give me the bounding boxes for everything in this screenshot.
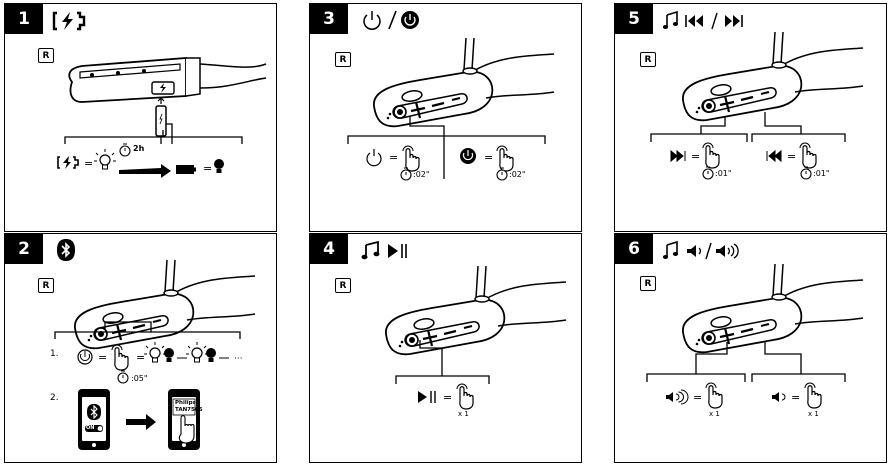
power-bracket: = =: [347, 116, 546, 181]
panel-number: 4: [310, 234, 348, 264]
svg-text:=: =: [791, 391, 800, 404]
panel-number: 1: [5, 4, 43, 34]
panel-bluetooth-pairing: 2 R = = ··· 1.: [4, 233, 277, 463]
power-off-time-label: :02": [509, 170, 526, 179]
pairing-bracket: = = ···: [54, 321, 243, 450]
svg-text:=: =: [691, 150, 700, 163]
music-play-pause-icons: [361, 240, 407, 260]
volume-brackets: = =: [646, 342, 846, 409]
prev-track-time-label: :01": [813, 169, 830, 178]
phone-device-name-2: TAN7506: [175, 407, 203, 413]
music-volume-icons: [662, 240, 739, 260]
panel-charging: 1 R = = 2h: [4, 3, 277, 232]
charge-time-label: 2h: [133, 144, 145, 153]
svg-text:=: =: [443, 391, 452, 404]
next-track-time-label: :01": [715, 169, 732, 178]
svg-text:=: =: [136, 351, 145, 364]
r-label: R: [640, 276, 656, 291]
svg-text:=: =: [787, 150, 796, 163]
charging-explanation-bracket: = =: [57, 130, 243, 178]
volume-down-count-label: x 1: [808, 410, 819, 418]
step-2-label: 2.: [50, 393, 59, 403]
music-prev-next-icons: [662, 10, 743, 30]
pair-time-label: :05": [131, 374, 148, 383]
svg-text:=: =: [203, 162, 212, 175]
svg-text:=: =: [693, 391, 702, 404]
panel-play-pause: 4 R = x 1: [309, 233, 582, 463]
panel-track-skip: 5 R = = :01" :01": [614, 3, 887, 232]
panel-number: 6: [615, 234, 653, 264]
panel-volume: 6 R = = x 1 x 1: [614, 233, 887, 463]
power-on-off-icons: [363, 10, 419, 30]
phone-on-toggle-label: ON: [86, 425, 95, 431]
r-label: R: [38, 278, 54, 293]
step-1-label: 1.: [50, 349, 59, 359]
play-pause-bracket: =: [395, 340, 490, 410]
svg-text:=: =: [389, 151, 398, 164]
headphone-charging-port-illustration: [68, 57, 267, 144]
panel-number: 3: [310, 4, 348, 34]
phone-device-name-1: Philips: [175, 400, 196, 406]
svg-text:=: =: [84, 157, 93, 170]
panel-number: 5: [615, 4, 653, 34]
press-count-label: x 1: [458, 410, 469, 418]
volume-up-count-label: x 1: [709, 410, 720, 418]
svg-text:···: ···: [234, 354, 243, 364]
r-label: R: [335, 52, 351, 67]
svg-text:=: =: [98, 351, 107, 364]
r-label: R: [38, 48, 54, 63]
svg-text:=: =: [484, 151, 493, 164]
r-label: R: [335, 278, 351, 293]
power-on-time-label: :02": [413, 170, 430, 179]
battery-charging-icon: [52, 11, 86, 31]
r-label: R: [640, 52, 656, 67]
track-skip-brackets: = =: [650, 112, 846, 180]
bluetooth-icon: [57, 239, 75, 261]
panel-number: 2: [5, 234, 43, 264]
panel-power-on-off: 3 R = = :02" :02": [309, 3, 582, 232]
